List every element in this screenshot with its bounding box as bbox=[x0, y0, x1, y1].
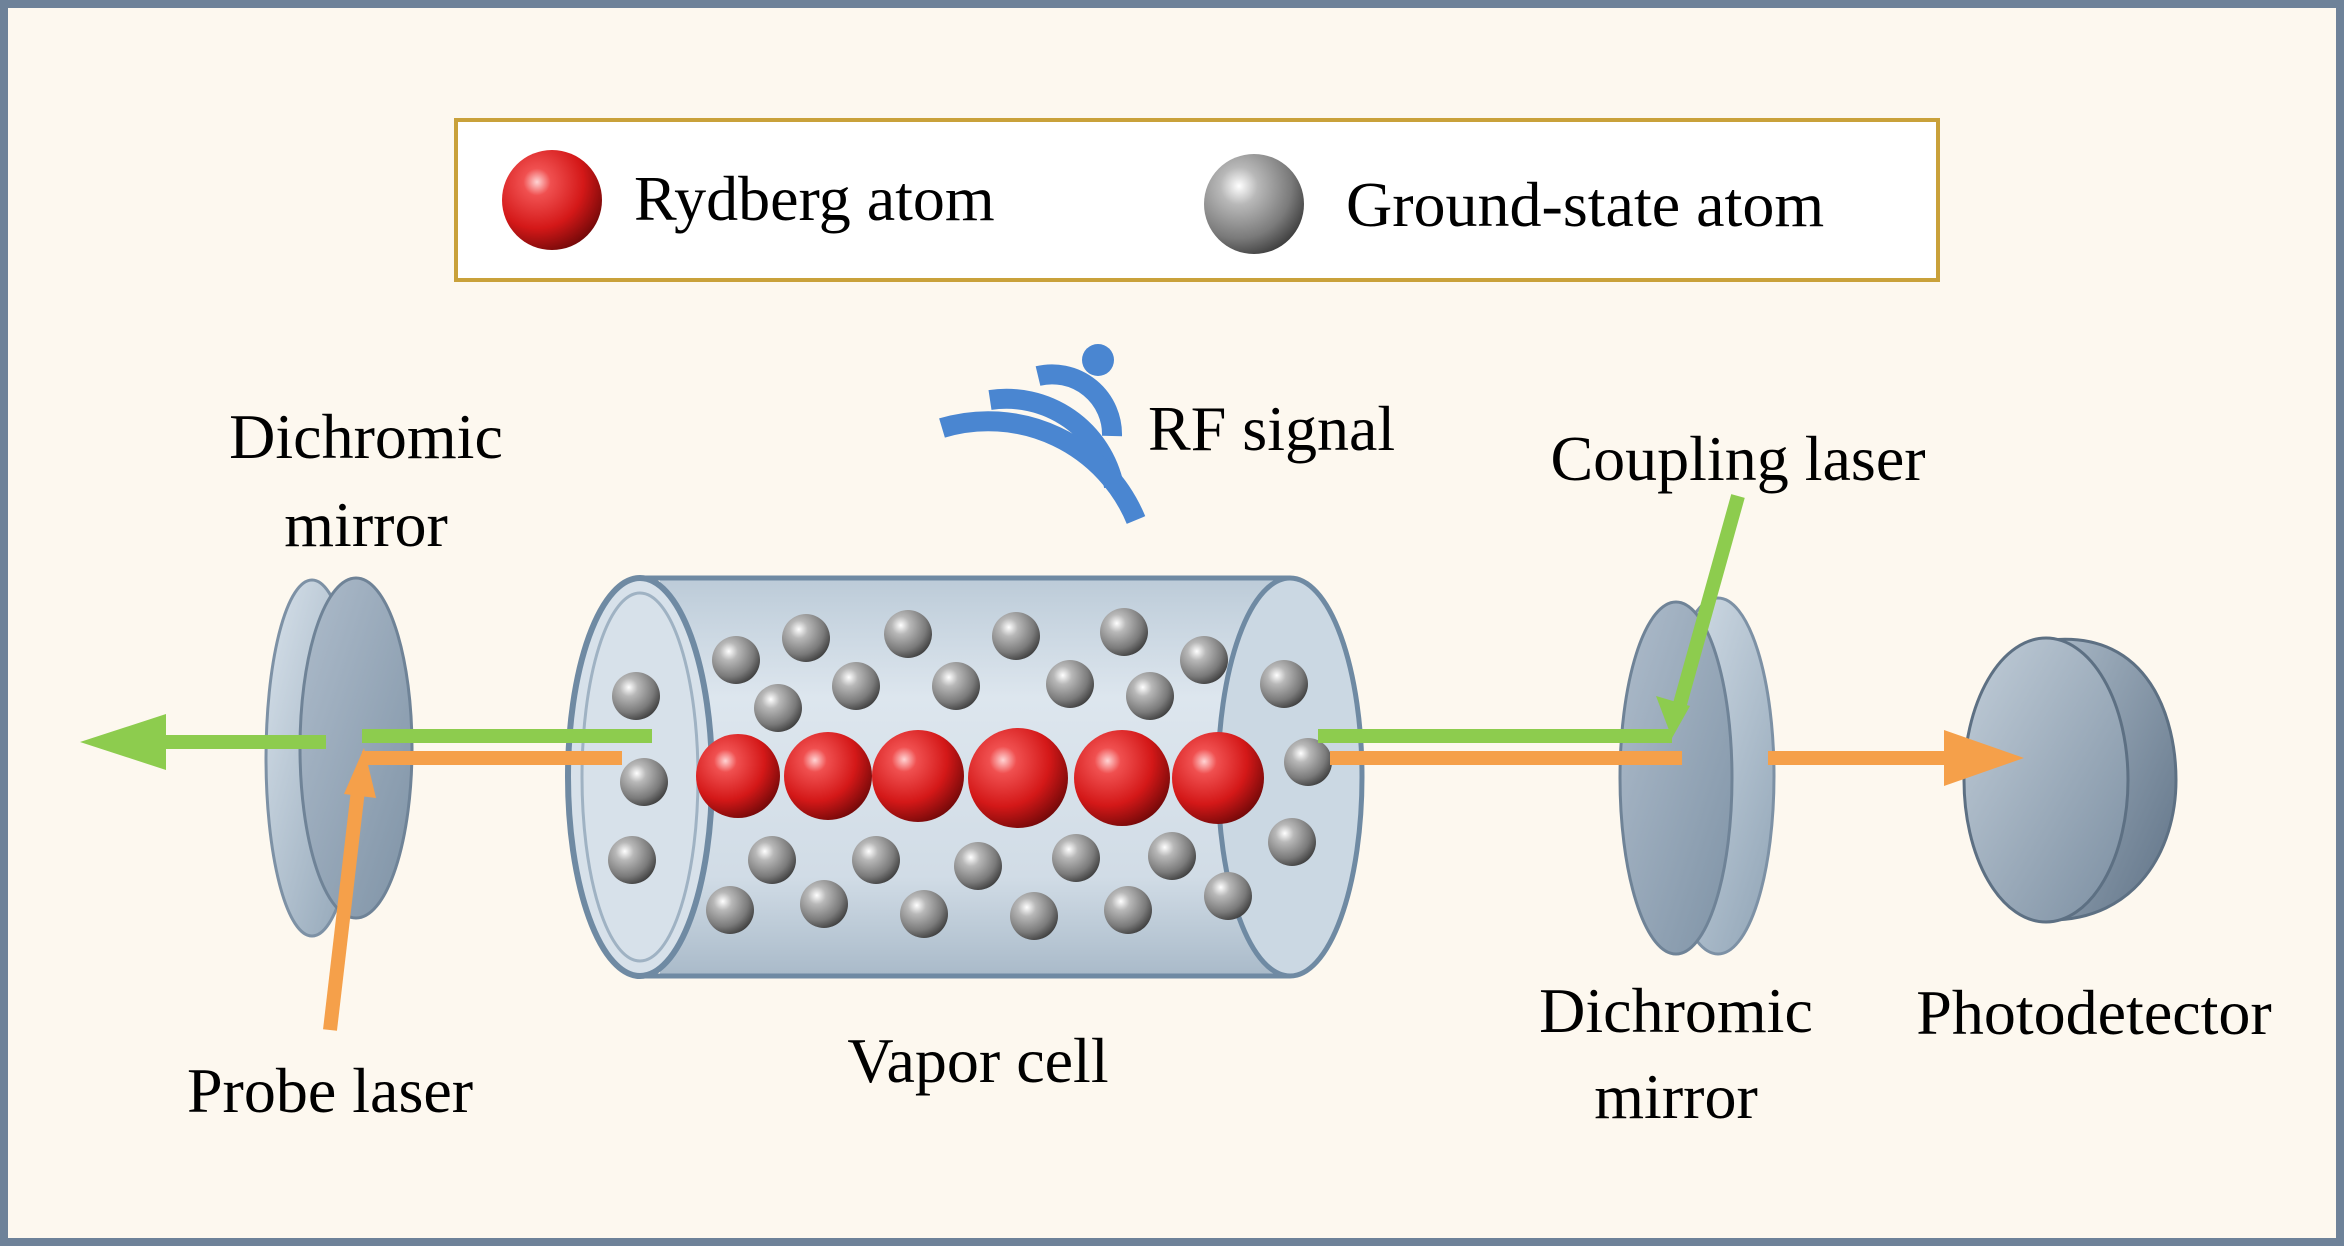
ground-atom bbox=[884, 610, 932, 658]
ground-atom bbox=[992, 612, 1040, 660]
ground-atom bbox=[1284, 738, 1332, 786]
ground-atom bbox=[782, 614, 830, 662]
rydberg-atom bbox=[696, 734, 780, 818]
right-mirror-label-line1: Dichromic bbox=[1539, 975, 1813, 1046]
coupling-input-arrowhead bbox=[1656, 696, 1690, 738]
probe-input-arrowhead bbox=[344, 748, 376, 798]
left-dichromic-mirror bbox=[264, 576, 414, 938]
legend-box bbox=[454, 118, 1940, 282]
probe-laser-label: Probe laser bbox=[187, 1055, 473, 1126]
right-mirror-label-line2: mirror bbox=[1594, 1061, 1758, 1132]
ground-atom bbox=[1046, 660, 1094, 708]
ground-atom bbox=[1268, 818, 1316, 866]
legend-ground-label: Ground-state atom bbox=[1346, 169, 1824, 240]
ground-atom bbox=[954, 842, 1002, 890]
ground-atom bbox=[1204, 872, 1252, 920]
ground-atom bbox=[1104, 886, 1152, 934]
ground-atom bbox=[620, 758, 668, 806]
ground-atom-icon bbox=[1204, 154, 1304, 254]
ground-atom bbox=[608, 836, 656, 884]
rydberg-atom bbox=[968, 728, 1068, 828]
left-mirror-label-line2: mirror bbox=[284, 489, 448, 560]
probe-output-arrowhead bbox=[1944, 730, 2024, 786]
ground-atom bbox=[1126, 672, 1174, 720]
ground-atom bbox=[1052, 834, 1100, 882]
left-mirror-label-line1: Dichromic bbox=[229, 401, 503, 472]
ground-atom bbox=[1100, 608, 1148, 656]
legend-rydberg-label: Rydberg atom bbox=[634, 163, 995, 234]
rydberg-atoms bbox=[696, 728, 1264, 828]
ground-atom bbox=[1260, 660, 1308, 708]
rydberg-atom bbox=[1172, 732, 1264, 824]
ground-atom bbox=[900, 890, 948, 938]
ground-atom bbox=[852, 836, 900, 884]
ground-atom bbox=[712, 636, 760, 684]
ground-atoms bbox=[608, 608, 1332, 940]
rf-wave-1 bbox=[1035, 364, 1123, 437]
rf-signal-label: RF signal bbox=[1148, 393, 1395, 464]
ground-atom bbox=[832, 662, 880, 710]
ground-atom bbox=[1010, 892, 1058, 940]
coupling-laser-beam bbox=[160, 494, 1745, 749]
ground-atom bbox=[800, 880, 848, 928]
legend: Rydberg atom Ground-state atom bbox=[454, 118, 1940, 282]
photodetector-label: Photodetector bbox=[1916, 977, 2271, 1048]
ground-atom bbox=[1180, 636, 1228, 684]
ground-atom bbox=[754, 684, 802, 732]
rf-wave-3 bbox=[939, 411, 1146, 524]
rf-dot bbox=[1082, 344, 1114, 376]
ground-atom bbox=[706, 886, 754, 934]
ground-atom bbox=[1148, 832, 1196, 880]
probe-laser-beam bbox=[323, 751, 1948, 1031]
ground-atom bbox=[748, 836, 796, 884]
wifi-signal-icon bbox=[939, 344, 1146, 524]
coupling-output-arrowhead bbox=[80, 714, 166, 770]
ground-atom bbox=[612, 672, 660, 720]
coupling-laser-label: Coupling laser bbox=[1550, 423, 1925, 494]
ground-atom bbox=[932, 662, 980, 710]
photodetector bbox=[1962, 636, 2178, 924]
rydberg-atom bbox=[784, 732, 872, 820]
rydberg-atom bbox=[1074, 730, 1170, 826]
vapor-cell-label: Vapor cell bbox=[847, 1025, 1108, 1096]
rydberg-atom-icon bbox=[502, 150, 602, 250]
rydberg-atom bbox=[872, 730, 964, 822]
